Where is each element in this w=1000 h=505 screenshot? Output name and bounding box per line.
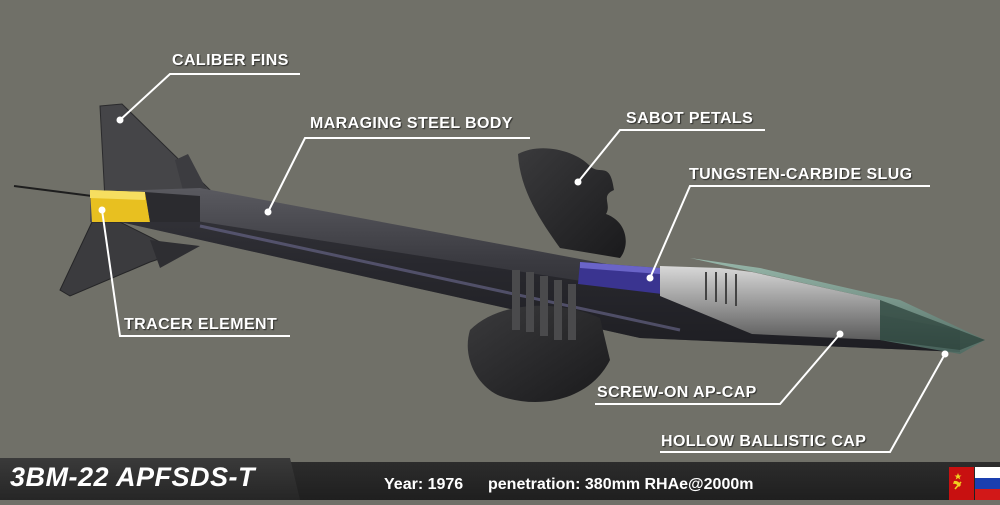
ussr-flag-icon xyxy=(949,467,974,500)
hollow-ballistic-cap xyxy=(690,258,985,354)
title-block xyxy=(0,458,300,500)
label-screw-on-ap-cap: SCREW-ON AP-CAP xyxy=(597,384,757,401)
ammo-title: 3BM-22 APFSDS-T xyxy=(10,462,256,492)
label-tungsten-carbide-slug: TUNGSTEN-CARBIDE SLUG xyxy=(689,166,913,183)
sabot-petals xyxy=(467,148,626,402)
russia-flag-icon xyxy=(975,467,1000,500)
label-hollow-ballistic-cap: HOLLOW BALLISTIC CAP xyxy=(661,433,867,450)
tracer-element xyxy=(90,190,200,222)
info-penetration: penetration: 380mm RHAe@2000m xyxy=(488,476,754,493)
label-tracer-element: TRACER ELEMENT xyxy=(124,316,278,333)
tungsten-carbide-slug xyxy=(578,262,662,294)
leader-lines xyxy=(101,73,946,453)
label-sabot-petals: SABOT PETALS xyxy=(626,110,754,127)
label-maraging-steel-body: MARAGING STEEL BODY xyxy=(310,115,513,132)
leader-dots xyxy=(98,116,949,358)
label-caliber-fins: CALIBER FINS xyxy=(172,52,289,69)
screw-on-ap-cap xyxy=(660,266,880,340)
tail-spike xyxy=(13,185,93,197)
info-year: Year: 1976 xyxy=(384,476,464,493)
